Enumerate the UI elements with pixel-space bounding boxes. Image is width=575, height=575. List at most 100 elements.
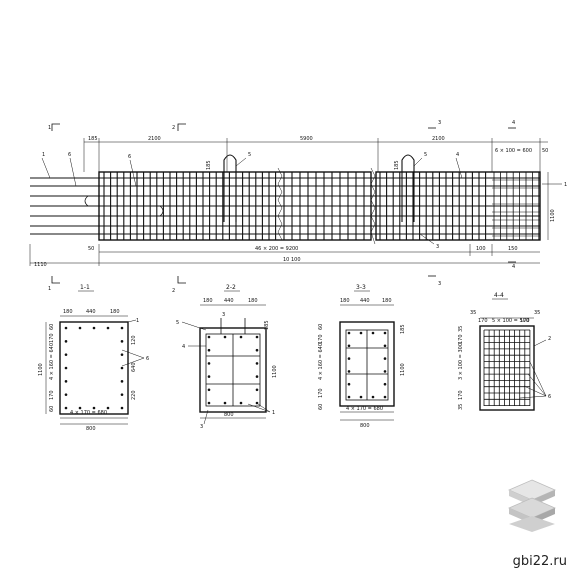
svg-text:5: 5: [176, 320, 179, 326]
rebar-dot: [347, 344, 351, 348]
rebar-dot: [239, 335, 243, 339]
svg-text:4 × 160 = 640: 4 × 160 = 640: [49, 343, 55, 380]
rebar-dot: [207, 388, 211, 392]
dim-top-2100a: 2100: [148, 136, 161, 142]
svg-text:640: 640: [131, 362, 137, 372]
rebar-dot: [371, 331, 375, 335]
section-3-bars: [347, 331, 387, 399]
svg-text:185: 185: [394, 160, 400, 170]
rebar-dot: [120, 393, 124, 396]
rebar-dot: [207, 362, 211, 365]
svg-text:5: 5: [424, 152, 427, 158]
dim-height-1100: 1100: [550, 209, 556, 222]
svg-text:1: 1: [42, 152, 45, 158]
svg-text:220: 220: [131, 390, 137, 400]
svg-text:170: 170: [49, 333, 55, 343]
svg-text:4: 4: [512, 264, 515, 270]
svg-text:2: 2: [548, 336, 551, 342]
svg-text:170: 170: [318, 388, 324, 398]
rebar-dot: [383, 370, 387, 373]
rebar-dot: [64, 340, 68, 343]
svg-text:1: 1: [48, 125, 51, 131]
svg-text:4 × 170 = 680: 4 × 170 = 680: [70, 410, 107, 416]
rebar-dot: [120, 340, 124, 343]
svg-text:3-3: 3-3: [356, 284, 366, 291]
lifting-loops: [84, 154, 415, 222]
rebar-dot: [255, 388, 259, 392]
rebar-dot: [239, 401, 243, 405]
svg-text:185: 185: [400, 324, 406, 334]
elevation-view: 185 2100 5900 2100 6 × 100 = 600 50 1 2 …: [29, 120, 567, 294]
svg-text:180: 180: [340, 298, 350, 304]
rebar-dot: [359, 331, 363, 335]
dim-top-185: 185: [88, 136, 98, 142]
rebar-dot: [64, 366, 68, 370]
rebar-dot: [383, 331, 387, 335]
rebar-dot: [120, 326, 124, 330]
svg-text:1100: 1100: [272, 365, 278, 378]
rebar-dot: [383, 382, 387, 386]
rebar-dot: [347, 382, 351, 386]
section-title: 1-1: [80, 284, 90, 291]
rebar-dot: [255, 375, 259, 378]
svg-text:120: 120: [131, 335, 137, 345]
svg-text:185: 185: [264, 320, 270, 330]
svg-text:185: 185: [206, 160, 212, 170]
svg-text:3: 3: [438, 120, 441, 126]
section-mark-1-bottom: 1: [48, 276, 60, 292]
svg-text:1100: 1100: [400, 363, 406, 376]
svg-text:1: 1: [136, 318, 139, 324]
rebar-dot: [371, 395, 375, 399]
svg-text:170: 170: [458, 390, 464, 400]
svg-text:6: 6: [146, 356, 149, 362]
rebar-dot: [120, 380, 124, 383]
dim-bottom-50: 50: [88, 246, 94, 252]
section-4-mesh: [483, 329, 531, 407]
svg-text:4: 4: [182, 344, 185, 350]
svg-text:2: 2: [172, 125, 175, 131]
rebar-dot: [383, 357, 387, 360]
rebar-dot: [359, 395, 363, 399]
stirrups: [103, 172, 487, 240]
dim-bottom-10100: 10 100: [283, 257, 301, 263]
site-logo: [507, 479, 557, 532]
rebar-dot: [255, 401, 259, 405]
section-mark-4-bottom: 4: [508, 261, 516, 270]
rebar-dot: [64, 353, 68, 356]
svg-text:180: 180: [63, 309, 73, 315]
svg-text:170: 170: [49, 390, 55, 400]
rebar-dot: [207, 401, 211, 405]
section-2-bars: [207, 335, 259, 405]
rebar-dot: [223, 401, 227, 405]
svg-text:1: 1: [48, 286, 51, 292]
rebar-dot: [92, 406, 96, 410]
rebar-dot: [120, 353, 124, 356]
section-3-3: 3-3 180 440 180 4 × 170 = 680 800 1100 1…: [318, 284, 406, 429]
dim-top-5900: 5900: [300, 136, 313, 142]
dim-bottom-1110: 1110: [34, 262, 47, 268]
svg-text:3 × 100 = 300: 3 × 100 = 300: [458, 343, 464, 380]
section-1-bars: [64, 326, 124, 410]
svg-text:4: 4: [512, 120, 515, 126]
rebar-dot: [347, 331, 351, 335]
longitudinal-bars: [30, 177, 540, 235]
dim-bottom-150: 150: [508, 246, 518, 252]
svg-text:60: 60: [49, 324, 55, 330]
section-4-4: 4-4 35 170 5 × 100 = 500 170 35 35 170 3…: [458, 292, 551, 411]
rebar-dot: [223, 335, 227, 339]
dim-top-2100b: 2100: [432, 136, 445, 142]
dim-bottom-9200: 46 × 200 = 9200: [255, 246, 298, 252]
rebar-dot: [120, 406, 124, 410]
svg-text:6: 6: [548, 394, 551, 400]
svg-text:1: 1: [564, 182, 567, 188]
svg-text:4-4: 4-4: [494, 292, 504, 299]
svg-text:4 × 160 = 640: 4 × 160 = 640: [318, 343, 324, 380]
rebar-dot: [207, 348, 211, 352]
section-mark-3-top: 3: [428, 120, 441, 129]
rebar-dot: [92, 326, 96, 330]
svg-text:5 × 100 = 500: 5 × 100 = 500: [492, 318, 529, 324]
svg-text:4: 4: [456, 152, 459, 158]
rebar-dot: [64, 393, 68, 396]
svg-text:60: 60: [318, 404, 324, 410]
